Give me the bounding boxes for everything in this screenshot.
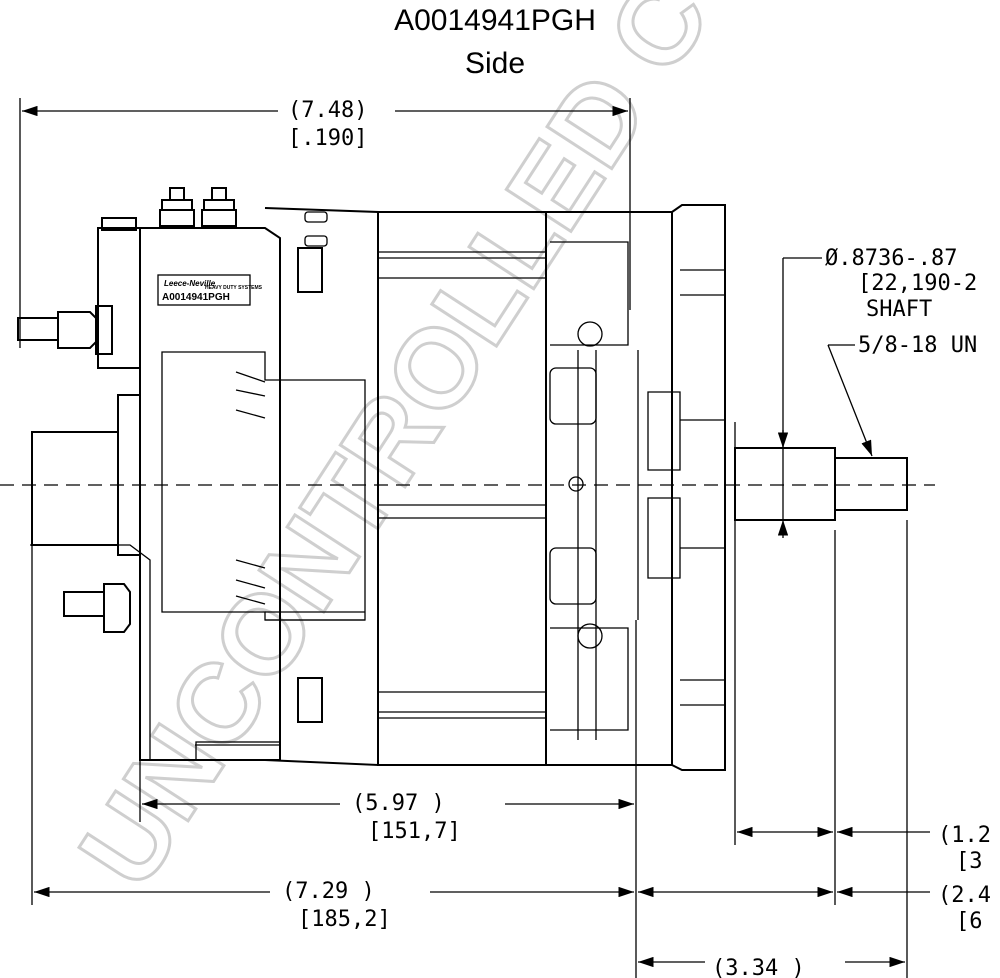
nameplate: Leece-Neville HEAVY DUTY SYSTEMS A001494… [157,274,263,306]
watermark-text: UNCONTROLLED COPY [55,0,861,908]
nameplate-brand: Leece-Neville [164,279,216,288]
nameplate-part: A0014941PGH [162,292,230,303]
rear-terminals [17,187,328,761]
nameplate-subtitle: HEAVY DUTY SYSTEMS [205,285,263,291]
dim-overall-bottom: (7.29 ) [282,879,375,904]
dim-shaft-len-1: (1.2 [938,823,991,848]
dimension-lines [19,98,930,978]
part-number-title: A0014941PGH [394,4,596,37]
top-stud-left [159,187,195,227]
dim-overall-top: (7.48) [288,98,367,123]
dim-shaft-len-1-metric: [3 [956,849,983,874]
dim-shaft-len-2: (2.4 [938,883,991,908]
dim-shaft-len-2-metric: [6 [956,909,983,934]
dim-shaft-diameter: Ø.8736-.87 [825,246,957,271]
dim-shaft-to-mount: (3.34 ) [712,956,805,978]
dim-overall-bottom-metric: [185,2] [298,907,391,932]
dimension-labels: (7.48) [.190] (5.97 ) [151,7] (7.29 ) [1… [282,98,991,978]
dim-body-length: (5.97 ) [352,791,445,816]
dim-thread: 5/8-18 UN [858,333,977,358]
dim-overall-top-metric: [.190] [288,126,367,151]
top-stud-right [201,187,237,227]
alternator-body [139,204,908,771]
dim-shaft-label: SHAFT [866,297,932,322]
dim-shaft-diameter-metric: [22,190-2 [858,271,977,296]
view-title: Side [464,47,526,80]
dim-body-length-metric: [151,7] [368,819,461,844]
